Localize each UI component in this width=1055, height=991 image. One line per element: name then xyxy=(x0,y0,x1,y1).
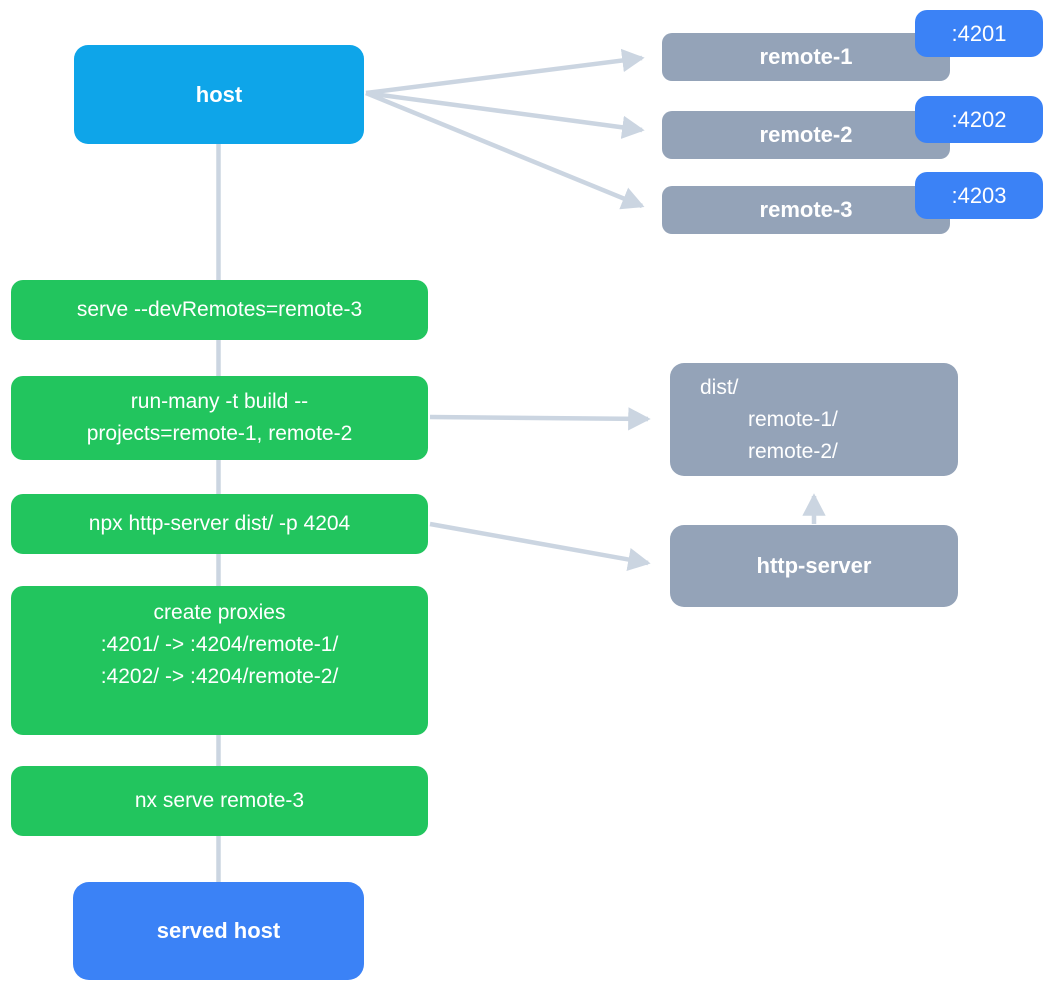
dist-folder-node: dist/ remote-1/ remote-2/ xyxy=(670,363,958,476)
http-server-node: http-server xyxy=(670,525,958,607)
remote-2-node: remote-2 xyxy=(662,111,950,159)
port-badge-4201-label: :4201 xyxy=(951,20,1007,46)
edge-host-remote-2 xyxy=(365,90,645,139)
command-http-server-label: npx http-server dist/ -p 4204 xyxy=(88,512,351,535)
dist-folder-remote-1: remote-1/ xyxy=(748,408,838,431)
remote-3-label: remote-3 xyxy=(759,197,853,222)
host-node: host xyxy=(74,45,364,144)
edge-host-remote-3 xyxy=(365,90,645,210)
port-badge-4203-label: :4203 xyxy=(951,182,1007,208)
proxy-mapping-1: :4201/ -> :4204/remote-1/ xyxy=(100,633,339,656)
port-badge-4202-label: :4202 xyxy=(951,106,1007,132)
remote-2-label: remote-2 xyxy=(759,122,853,147)
served-host-label: served host xyxy=(156,918,281,943)
create-proxies-title: create proxies xyxy=(153,601,286,624)
dist-folder-root: dist/ xyxy=(700,376,739,399)
port-badge-4203: :4203 xyxy=(915,172,1043,219)
host-label: host xyxy=(195,81,243,107)
served-host-node: served host xyxy=(73,882,364,980)
command-create-proxies: create proxies :4201/ -> :4204/remote-1/… xyxy=(11,586,428,735)
command-serve-label: serve --devRemotes=remote-3 xyxy=(76,298,363,321)
command-run-many: run-many -t build -- projects=remote-1, … xyxy=(11,376,428,460)
remote-1-label: remote-1 xyxy=(759,44,853,69)
command-nx-serve-remote-3: nx serve remote-3 xyxy=(11,766,428,836)
command-http-server: npx http-server dist/ -p 4204 xyxy=(11,494,428,554)
command-nx-serve-label: nx serve remote-3 xyxy=(134,789,305,812)
edge-host-remote-1 xyxy=(365,48,645,96)
port-badge-4201: :4201 xyxy=(915,10,1043,57)
remote-1-node: remote-1 xyxy=(662,33,950,81)
remote-3-node: remote-3 xyxy=(662,186,950,234)
http-server-label: http-server xyxy=(756,553,872,578)
command-run-many-line2: projects=remote-1, remote-2 xyxy=(86,422,353,445)
command-serve-dev-remotes: serve --devRemotes=remote-3 xyxy=(11,280,428,340)
edge-npx-httpserver xyxy=(429,521,651,572)
port-badge-4202: :4202 xyxy=(915,96,1043,143)
command-run-many-line1: run-many -t build -- xyxy=(130,390,309,413)
dist-folder-remote-2: remote-2/ xyxy=(748,440,838,463)
edge-runmany-dist xyxy=(429,407,651,431)
proxy-mapping-2: :4202/ -> :4204/remote-2/ xyxy=(100,665,339,688)
